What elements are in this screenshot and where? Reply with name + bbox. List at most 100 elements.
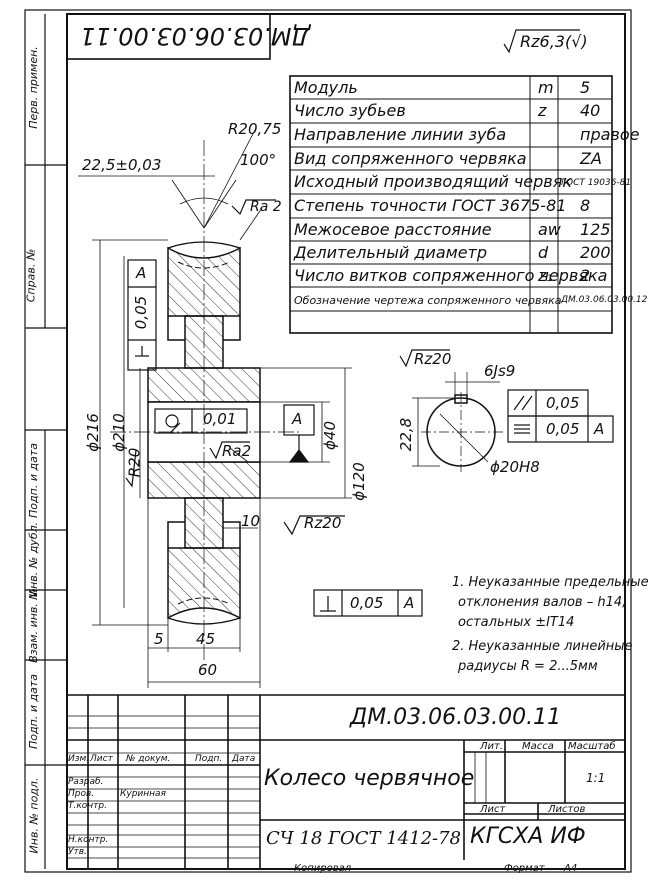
param-name: Число зубьев bbox=[294, 101, 406, 120]
tb-list-h: Лист bbox=[90, 754, 113, 764]
roughness-rz20-hub: Rz20 bbox=[304, 514, 342, 532]
tb-data: Дата bbox=[232, 754, 256, 764]
dim-r220: R20 bbox=[125, 447, 144, 478]
tb-kopiroval: Копировал bbox=[294, 863, 352, 874]
strip-perv-primen: Перв. примен. bbox=[26, 46, 40, 129]
strip-podp-data-2: Подп. и дата bbox=[26, 674, 40, 749]
note-2a: 2. Неуказанные линейные bbox=[452, 639, 633, 654]
tol-symmetry-005: 0,05 bbox=[546, 420, 580, 438]
param-symbol: z₁ bbox=[538, 266, 553, 285]
param-name: Обозначение чертежа сопряженного червяка bbox=[294, 294, 562, 307]
param-name: Направление линии зуба bbox=[294, 125, 507, 144]
tb-format-val: A4 bbox=[564, 863, 578, 874]
params-table-lines bbox=[289, 75, 613, 334]
param-value: ZA bbox=[580, 149, 602, 168]
dim-width-225: 22,5±0,03 bbox=[82, 156, 162, 174]
param-value: 200 bbox=[580, 243, 611, 262]
dim-key-width: 6Js9 bbox=[484, 362, 516, 380]
param-value: 8 bbox=[580, 196, 591, 215]
param-value: ДМ.03.06.03.00.12 bbox=[561, 295, 648, 305]
strip-inv-dubl: Инв. № дубл. bbox=[27, 521, 41, 598]
tb-masshtab: Масштаб bbox=[568, 741, 616, 752]
datum-a-bottom: A bbox=[404, 594, 415, 612]
dim-w10: 10 bbox=[241, 512, 261, 530]
tb-nkontr: Н.контр. bbox=[68, 835, 109, 845]
dim-d120: ϕ120 bbox=[349, 462, 368, 501]
tb-name: Колесо червячное bbox=[264, 766, 475, 791]
param-symbol: d bbox=[538, 243, 549, 262]
dim-w45: 45 bbox=[196, 630, 216, 648]
dim-bore: ϕ20H8 bbox=[490, 458, 540, 476]
dim-w5: 5 bbox=[154, 630, 164, 648]
tol-001: 0,01 bbox=[203, 410, 237, 428]
strip-inv-podl: Инв. № подл. bbox=[27, 777, 41, 854]
param-name: Число витков сопряженного червяка bbox=[294, 266, 608, 285]
param-value: 5 bbox=[580, 78, 591, 97]
left-strip-lines bbox=[25, 14, 67, 869]
param-name: Межосевое расстояние bbox=[294, 220, 492, 239]
note-1a: 1. Неуказанные предельные bbox=[452, 575, 649, 590]
tb-razrab: Разраб. bbox=[68, 777, 104, 787]
dim-angle-100: 100° bbox=[240, 151, 277, 169]
datum-a-key: A bbox=[594, 420, 605, 438]
tolerance-frames bbox=[127, 259, 614, 617]
tb-utv: Утв. bbox=[68, 847, 87, 857]
tol-parallel-005: 0,05 bbox=[546, 394, 580, 412]
tb-prov: Пров. bbox=[68, 789, 95, 799]
note-2b: радиусы R = 2...5мм bbox=[458, 659, 598, 674]
tb-scale: 1:1 bbox=[586, 771, 606, 785]
dimension-lines bbox=[78, 129, 352, 688]
tol-005-left: 0,05 bbox=[132, 295, 151, 330]
param-symbol: aw bbox=[538, 220, 561, 239]
tb-podp: Подп. bbox=[195, 754, 223, 764]
inner-frame bbox=[66, 13, 626, 870]
note-1b: отклонения валов – h14, bbox=[458, 595, 627, 610]
dim-d40: ϕ40 bbox=[320, 421, 339, 450]
tb-tkontr: Т.контр. bbox=[68, 801, 108, 811]
roughness-ra2-top: Ra 2 bbox=[250, 199, 282, 215]
tb-listov: Листов bbox=[548, 804, 586, 815]
roughness-rz20-key: Rz20 bbox=[414, 350, 452, 368]
param-value: правое bbox=[580, 125, 640, 144]
datum-a-left: A bbox=[136, 264, 147, 282]
check-icon: √ bbox=[571, 32, 582, 51]
tol-005-bottom: 0,05 bbox=[350, 594, 384, 612]
mirrored-drawing-number: ДМ.03.06.03.00.11 bbox=[80, 22, 311, 50]
outer-frame bbox=[24, 9, 632, 873]
tb-designation: ДМ.03.06.03.00.11 bbox=[350, 705, 562, 730]
general-roughness-value: Rz6,3 bbox=[520, 32, 565, 51]
tb-massa: Масса bbox=[522, 741, 554, 752]
strip-vzam-inv: Взам. инв. № bbox=[26, 588, 40, 663]
tb-prov-name: Куринная bbox=[120, 789, 166, 799]
strip-sprav-no: Справ. № bbox=[24, 248, 38, 303]
param-name: Исходный производящий червяк bbox=[294, 172, 573, 191]
title-block-lines bbox=[67, 694, 625, 869]
tb-izm: Изм. bbox=[68, 754, 90, 764]
tb-doc-no: № докум. bbox=[126, 754, 171, 764]
general-roughness: Rz6,3(√) bbox=[520, 32, 588, 51]
param-value: 2 bbox=[580, 266, 591, 285]
dim-w60: 60 bbox=[198, 661, 218, 679]
param-name: Степень точности ГОСТ 3675-81 bbox=[294, 196, 567, 215]
param-symbol: z bbox=[538, 101, 547, 120]
tb-lit: Лит. bbox=[480, 741, 504, 752]
dim-d210: ϕ210 bbox=[109, 413, 128, 452]
param-symbol: m bbox=[538, 78, 554, 97]
tb-org: КГСХА ИФ bbox=[470, 824, 586, 849]
param-name: Делительный диаметр bbox=[294, 243, 488, 262]
param-name: Вид сопряженного червяка bbox=[294, 149, 527, 168]
tb-list: Лист bbox=[480, 804, 506, 815]
roughness-ra2-center: Ra2 bbox=[222, 442, 252, 460]
param-value: 40 bbox=[580, 101, 601, 120]
param-value: 125 bbox=[580, 220, 611, 239]
note-1c: остальных ±IT14 bbox=[458, 615, 575, 630]
tb-format: Формат bbox=[504, 863, 545, 874]
dim-key-height: 22,8 bbox=[397, 417, 416, 452]
param-name: Модуль bbox=[294, 78, 358, 97]
dim-r2075: R20,75 bbox=[228, 120, 282, 138]
datum-a-center: A bbox=[292, 410, 303, 428]
mirrored-number-box bbox=[66, 13, 271, 60]
tb-material: СЧ 18 ГОСТ 1412-78 bbox=[266, 828, 462, 849]
dim-d216: ϕ216 bbox=[83, 413, 102, 452]
